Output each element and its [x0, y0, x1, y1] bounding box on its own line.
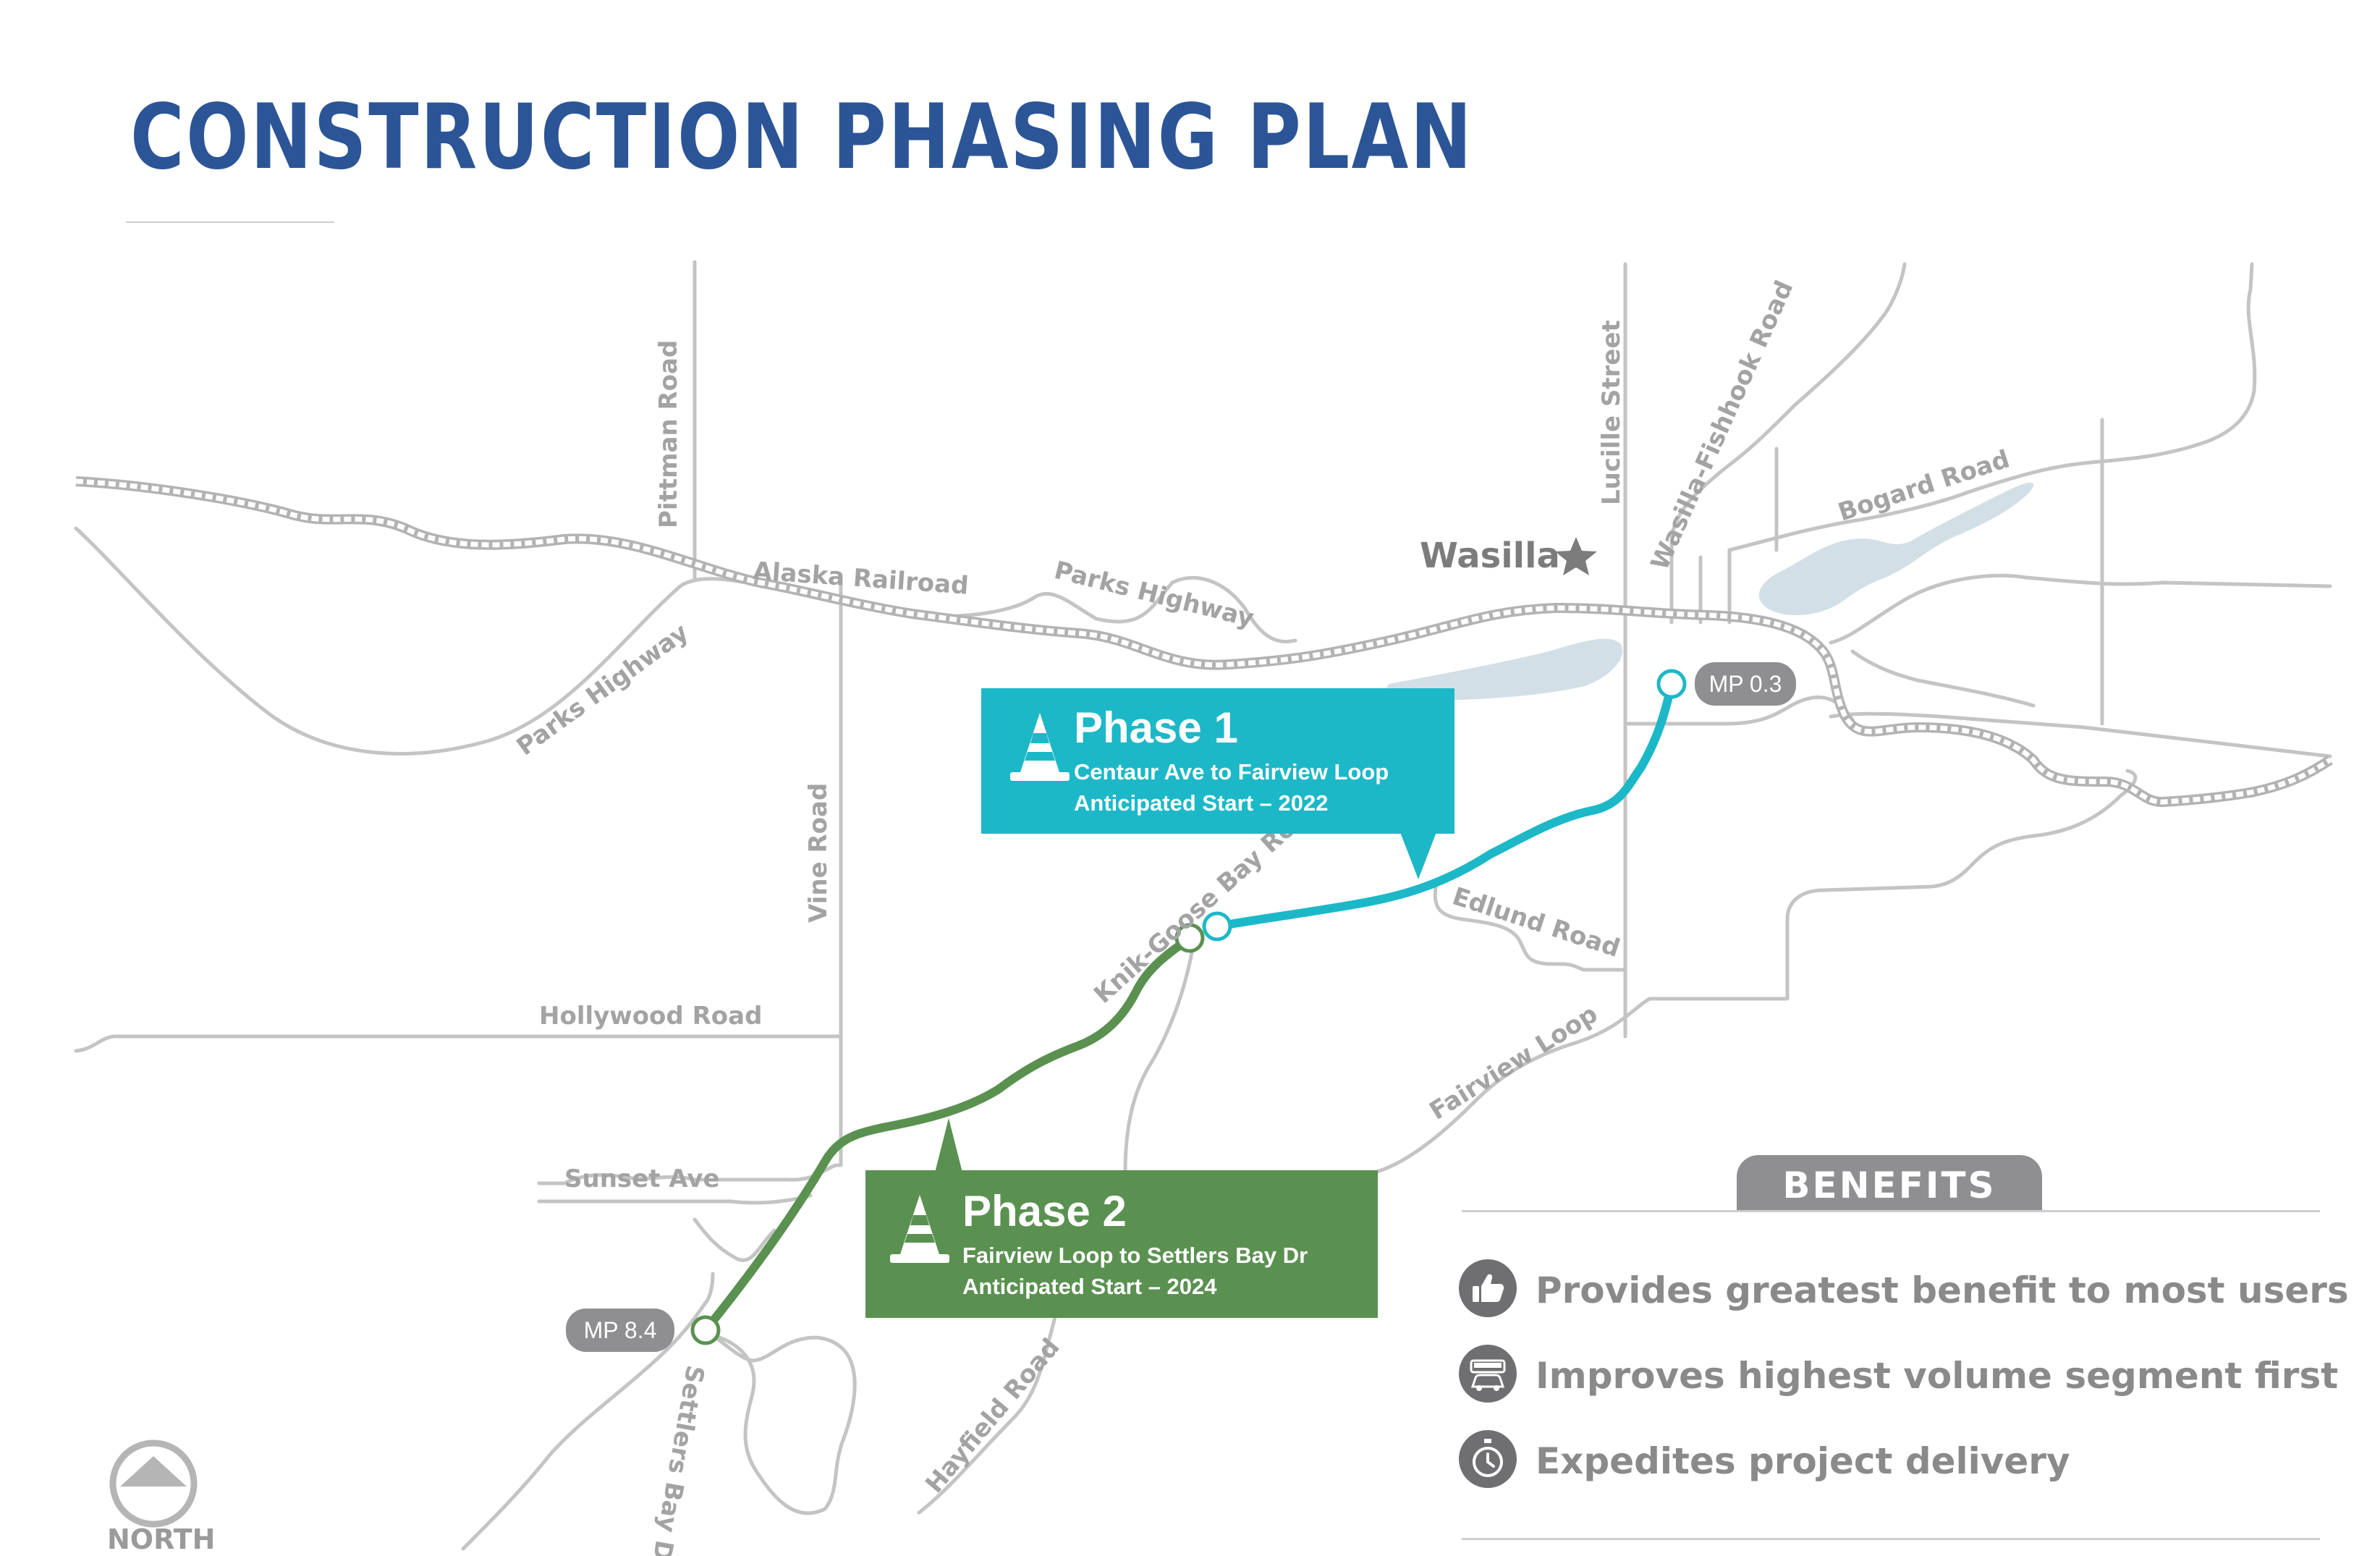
- railroad-line-inner: [75, 478, 2332, 805]
- milepost-pill: [566, 1308, 674, 1352]
- road-edlund: [1433, 881, 1627, 972]
- phase2-end-marker[interactable]: [690, 1315, 721, 1345]
- label-hollywood-road: Hollywood Road: [539, 1002, 762, 1031]
- north-arrow-icon: [109, 1439, 198, 1528]
- phase1-heading: Phase 1: [1074, 703, 1238, 752]
- milepost-label: MP 8.4: [584, 1317, 657, 1343]
- phase2-callout: Phase 2 Fairview Loop to Settlers Bay Dr…: [865, 1170, 1378, 1318]
- road-east-upper: [1850, 649, 2036, 708]
- benefit-text: Provides greatest benefit to most users: [1536, 1269, 2349, 1311]
- road-mp-connector: [1623, 695, 1855, 1039]
- phase1-callout: Phase 1 Centaur Ave to Fairview Loop Ant…: [981, 688, 1454, 834]
- vehicles-icon: [1459, 1345, 1517, 1403]
- title-divider: [126, 221, 334, 223]
- road-settlers-loop: [711, 1333, 857, 1515]
- star-icon: [1555, 537, 1597, 575]
- lake-wasilla: [1385, 638, 1623, 701]
- traffic-cone-icon: [1010, 713, 1070, 781]
- road-sunset-south: [537, 1193, 813, 1205]
- milepost-pill: [1695, 662, 1796, 706]
- label-parks-highway-north: Parks Highway: [1051, 556, 1257, 633]
- railroad: [75, 476, 2333, 808]
- phase2-route: [701, 935, 1193, 1335]
- phase1-callout-pointer: [1400, 832, 1436, 879]
- roads: [74, 260, 2332, 1551]
- phase2-callout-pointer: [935, 1118, 962, 1172]
- benefits-heading: BENEFITS: [1737, 1155, 2042, 1212]
- phase1-segment: Centaur Ave to Fairview Loop: [1074, 759, 1389, 785]
- road-hollywood: [74, 1034, 843, 1053]
- road-bogard: [1727, 262, 2257, 552]
- milepost-label: MP 0.3: [1709, 671, 1782, 697]
- page-title: CONSTRUCTION PHASING PLAN: [130, 85, 1474, 190]
- town-label: Wasilla: [1420, 536, 1560, 576]
- benefit-text: Improves highest volume segment first: [1536, 1355, 2339, 1397]
- label-settlers-bay-dr: Settlers Bay Dr.: [643, 1363, 709, 1556]
- phase2-start: Anticipated Start – 2024: [962, 1274, 1217, 1299]
- label-lucille-street: Lucille Street: [1597, 320, 1626, 505]
- road-wasilla-fishhook: [1669, 262, 1907, 625]
- phase1-start-marker[interactable]: [1656, 669, 1687, 699]
- label-vine-road: Vine Road: [804, 783, 833, 923]
- phase1-start: Anticipated Start – 2022: [1074, 790, 1329, 816]
- road-east-main: [1829, 711, 2332, 758]
- lakes: [1385, 482, 2034, 701]
- milepost-mp-8-4: MP 8.4: [566, 1308, 674, 1352]
- label-pittman-road: Pittman Road: [654, 340, 683, 528]
- phase2-heading: Phase 2: [962, 1187, 1127, 1235]
- phase2-start-marker[interactable]: [1174, 923, 1205, 953]
- thumbs-up-icon: [1459, 1259, 1517, 1317]
- label-fairview-loop: Fairview Loop: [1425, 999, 1603, 1126]
- label-parks-highway-west: Parks Highway: [512, 618, 694, 761]
- benefit-text: Expedites project delivery: [1536, 1440, 2070, 1482]
- phase1-end-marker[interactable]: [1202, 911, 1232, 942]
- road-knik-goose-bay-old: [1119, 939, 1196, 1204]
- label-alaska-railroad: Alaska Railroad: [752, 557, 969, 601]
- milepost-mp-0-3: MP 0.3: [1695, 662, 1796, 706]
- road-fairview-loop: [1373, 769, 2138, 1175]
- label-hayfield-road: Hayfield Road: [920, 1333, 1065, 1499]
- traffic-cone-icon: [890, 1195, 949, 1263]
- stopwatch-icon: [1459, 1430, 1517, 1488]
- road-settlers-spur: [693, 1217, 776, 1262]
- road-palmer-wasilla: [1829, 573, 2332, 645]
- lake-lucille: [1758, 482, 2034, 616]
- phase2-segment: Fairview Loop to Settlers Bay Dr: [962, 1243, 1308, 1268]
- phase1-route: [1213, 680, 1676, 931]
- benefits-top-divider: [1462, 1210, 2320, 1212]
- label-sunset-ave: Sunset Ave: [564, 1164, 720, 1193]
- road-settlers-bay: [461, 1272, 715, 1551]
- north-label: NORTH: [107, 1523, 216, 1555]
- benefits-bottom-divider: [1462, 1538, 2320, 1540]
